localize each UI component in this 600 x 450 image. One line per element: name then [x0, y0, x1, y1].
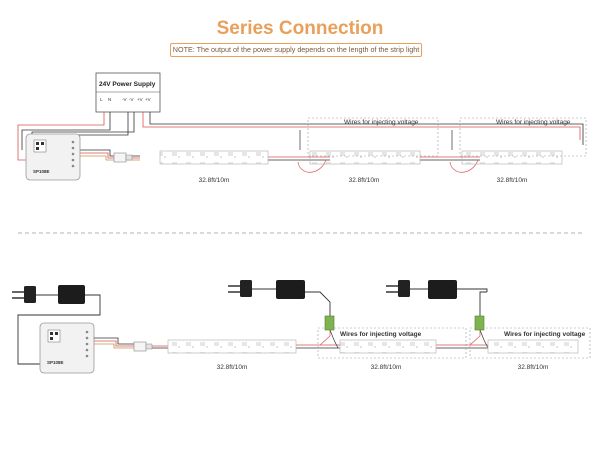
- plug-body: [24, 286, 36, 303]
- adapter-brick: [276, 280, 305, 299]
- controller-top: SP108E: [25, 133, 81, 181]
- page-title: Series Connection: [216, 18, 384, 39]
- power-adapter-left: [12, 285, 101, 365]
- bottom-wiring: [94, 291, 489, 349]
- strip-length-label: 32.8ft/10m: [217, 364, 248, 371]
- power-supply-box: [95, 72, 161, 113]
- controller-brand: SP108E: [47, 360, 64, 365]
- led-strip-bottom-2: [339, 339, 437, 354]
- strip-length-label: 32.8ft/10m: [349, 177, 380, 184]
- plug-icon: [386, 285, 398, 293]
- injection-label: Wires for injecting voltage: [504, 331, 586, 338]
- injection-callout-bottom-1: Wires for injecting voltage: [317, 327, 467, 359]
- jst-connector-top: [113, 152, 133, 163]
- power-adapter-right: [386, 280, 488, 331]
- plug-icon: [12, 291, 24, 299]
- strip-length-label: 32.8ft/10m: [497, 177, 528, 184]
- terminal-label: -V: [129, 97, 134, 102]
- injection-label: Wires for injecting voltage: [344, 119, 419, 126]
- terminal-label: N: [108, 97, 111, 102]
- power-supply: 24V Power Supply L N -V -V +V +V: [95, 72, 161, 113]
- dc-connector: [324, 315, 335, 331]
- adapter-brick: [428, 280, 457, 299]
- controller-bottom: SP108E: [39, 322, 95, 374]
- power-supply-label: 24V Power Supply: [99, 81, 156, 88]
- adapter-brick: [58, 285, 85, 304]
- terminal-label: -V: [122, 97, 127, 102]
- injection-label: Wires for injecting voltage: [496, 119, 571, 126]
- plug-icon: [228, 285, 240, 293]
- strip-length-label: 32.8ft/10m: [199, 177, 230, 184]
- strip-length-label: 32.8ft/10m: [518, 364, 549, 371]
- led-strip-bottom-1: [167, 339, 297, 354]
- dc-connector: [474, 315, 485, 331]
- qr-code-icon: [47, 329, 61, 343]
- terminal-label: L: [100, 97, 103, 102]
- led-strip-top-1: [159, 150, 269, 165]
- injection-label: Wires for injecting voltage: [340, 331, 422, 338]
- jst-connector-bottom: [133, 341, 153, 352]
- power-supply-terminals: L N -V -V +V +V: [100, 97, 151, 102]
- terminal-label: +V: [145, 97, 151, 102]
- controller-brand: SP108E: [33, 169, 50, 174]
- injection-callout-top-1: Wires for injecting voltage: [307, 117, 439, 157]
- qr-code-icon: [33, 139, 47, 153]
- led-strip-bottom-3: [487, 339, 579, 354]
- terminal-label: +V: [137, 97, 143, 102]
- injection-callout-top-2: Wires for injecting voltage: [459, 117, 587, 157]
- led-strip-top-2: [309, 150, 421, 165]
- injection-callout-bottom-2: Wires for injecting voltage: [469, 327, 591, 359]
- note-banner: NOTE: The output of the power supply dep…: [170, 43, 422, 57]
- led-strip-top-3: [461, 150, 563, 165]
- strip-length-label: 32.8ft/10m: [371, 364, 402, 371]
- power-adapter-middle: [228, 280, 335, 331]
